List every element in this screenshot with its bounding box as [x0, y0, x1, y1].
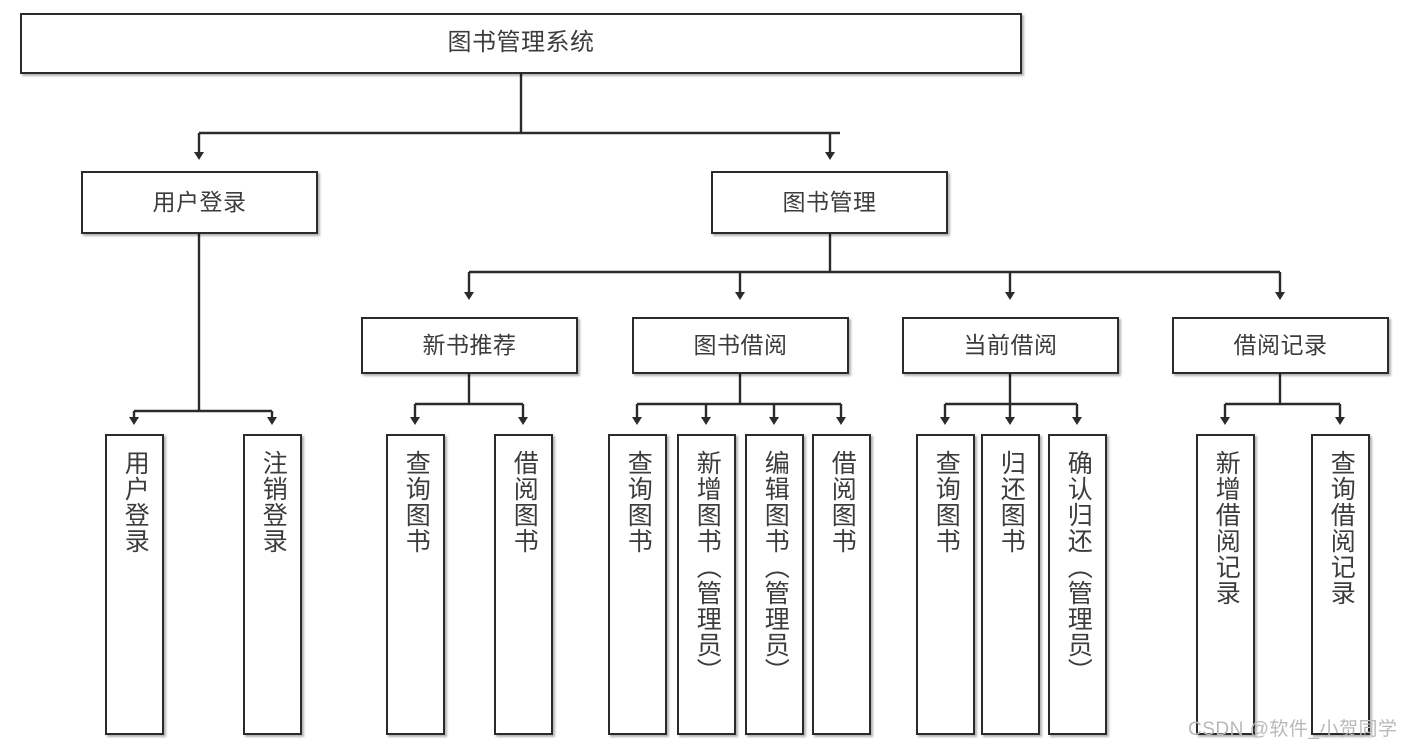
node-label: 编辑图书（管理员） — [761, 450, 790, 684]
node-label: 图书管理系统 — [447, 29, 595, 57]
leaf-user-login-logout[interactable]: 注销登录 — [243, 434, 302, 735]
leaf-borrow-records-query[interactable]: 查询借阅记录 — [1311, 434, 1370, 735]
node-label: 借阅图书 — [510, 450, 539, 554]
leaf-current-borrow-return[interactable]: 归还图书 — [981, 434, 1040, 735]
leaf-new-book-query[interactable]: 查询图书 — [386, 434, 445, 735]
leaf-borrow-records-add[interactable]: 新增借阅记录 — [1196, 434, 1255, 735]
leaf-book-borrow-add[interactable]: 新增图书（管理员） — [677, 434, 736, 735]
node-label: 查询图书 — [932, 450, 961, 554]
leaf-user-login-login[interactable]: 用户登录 — [105, 434, 164, 735]
leaf-current-borrow-query[interactable]: 查询图书 — [916, 434, 975, 735]
node-book-management[interactable]: 图书管理 — [711, 171, 948, 234]
leaf-book-borrow-edit[interactable]: 编辑图书（管理员） — [745, 434, 804, 735]
node-label: 用户登录 — [152, 188, 247, 215]
csdn-watermark: CSDN @软件_小贺同学 — [1188, 719, 1398, 740]
node-root-book-management-system[interactable]: 图书管理系统 — [20, 13, 1022, 74]
node-label: 当前借阅 — [963, 331, 1058, 358]
node-label: 借阅图书 — [828, 450, 857, 554]
node-label: 新书推荐 — [422, 331, 517, 358]
leaf-current-borrow-confirm-return[interactable]: 确认归还（管理员） — [1048, 434, 1107, 735]
node-user-login[interactable]: 用户登录 — [81, 171, 318, 234]
leaf-new-book-borrow[interactable]: 借阅图书 — [494, 434, 553, 735]
node-label: 注销登录 — [259, 450, 288, 554]
node-new-book-recommend[interactable]: 新书推荐 — [361, 317, 578, 374]
node-book-borrow[interactable]: 图书借阅 — [632, 317, 849, 374]
leaf-book-borrow-query[interactable]: 查询图书 — [608, 434, 667, 735]
node-label: 新增图书（管理员） — [693, 450, 722, 684]
node-label: 用户登录 — [121, 450, 150, 554]
node-label: 查询借阅记录 — [1327, 450, 1356, 606]
node-label: 查询图书 — [402, 450, 431, 554]
node-label: 确认归还（管理员） — [1064, 450, 1093, 684]
node-current-borrow[interactable]: 当前借阅 — [902, 317, 1119, 374]
node-label: 图书借阅 — [693, 331, 788, 358]
node-label: 查询图书 — [624, 450, 653, 554]
node-label: 归还图书 — [997, 450, 1026, 554]
node-label: 图书管理 — [782, 188, 877, 215]
node-label: 新增借阅记录 — [1212, 450, 1241, 606]
leaf-book-borrow-borrow[interactable]: 借阅图书 — [812, 434, 871, 735]
node-borrow-records[interactable]: 借阅记录 — [1172, 317, 1389, 374]
node-label: 借阅记录 — [1233, 331, 1328, 358]
